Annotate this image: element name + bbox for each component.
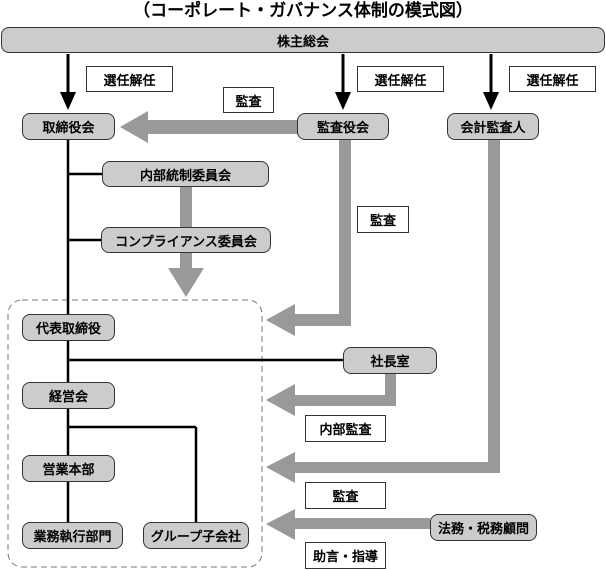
shareholders-meeting-node: 株主総会: [1, 27, 605, 53]
advice-guidance-label: 助言・指導: [305, 542, 386, 569]
board-of-directors-node: 取締役会: [22, 113, 115, 140]
diagram-title: （コーポレート・ガバナンス体制の模式図）: [133, 1, 473, 21]
appoint-arrow-accounting-auditor: [483, 54, 499, 110]
execution-group-boundary: [7, 299, 263, 568]
appoint-dismiss-label-3: 選任解任: [509, 66, 596, 92]
internal-audit-label: 内部監査: [305, 415, 386, 442]
audit-label-board: 監査: [223, 87, 274, 113]
audit-board-node: 監査役会: [297, 113, 389, 140]
representative-director-node: 代表取締役: [22, 314, 115, 341]
presidents-office-node: 社長室: [343, 347, 437, 374]
compliance-committee-node: コンプライアンス委員会: [101, 227, 271, 253]
audit-arrow-to-board: [120, 111, 298, 143]
legal-tax-advisors-node: 法務・税務顧問: [430, 514, 537, 541]
accounting-auditor-node: 会計監査人: [447, 113, 539, 140]
sales-headquarters-node: 営業本部: [22, 455, 115, 482]
audit-arrow-to-execution: [266, 140, 351, 336]
control-arrow-down: [168, 187, 204, 297]
group-subsidiaries-node: グループ子会社: [143, 522, 249, 549]
advice-arrow: [266, 509, 430, 540]
accounting-audit-arrow: [266, 140, 500, 483]
internal-audit-arrow: [266, 374, 396, 416]
business-divisions-node: 業務執行部門: [22, 522, 123, 549]
appoint-dismiss-label-1: 選任解任: [86, 66, 173, 92]
management-council-node: 経営会: [22, 382, 115, 409]
appoint-arrow-audit-board: [335, 54, 351, 110]
appoint-dismiss-label-2: 選任解任: [357, 66, 444, 92]
accounting-audit-label: 監査: [305, 482, 386, 509]
audit-label-execution: 監査: [357, 206, 409, 233]
internal-control-committee-node: 内部統制委員会: [102, 161, 269, 187]
appoint-arrow-board: [60, 54, 76, 110]
